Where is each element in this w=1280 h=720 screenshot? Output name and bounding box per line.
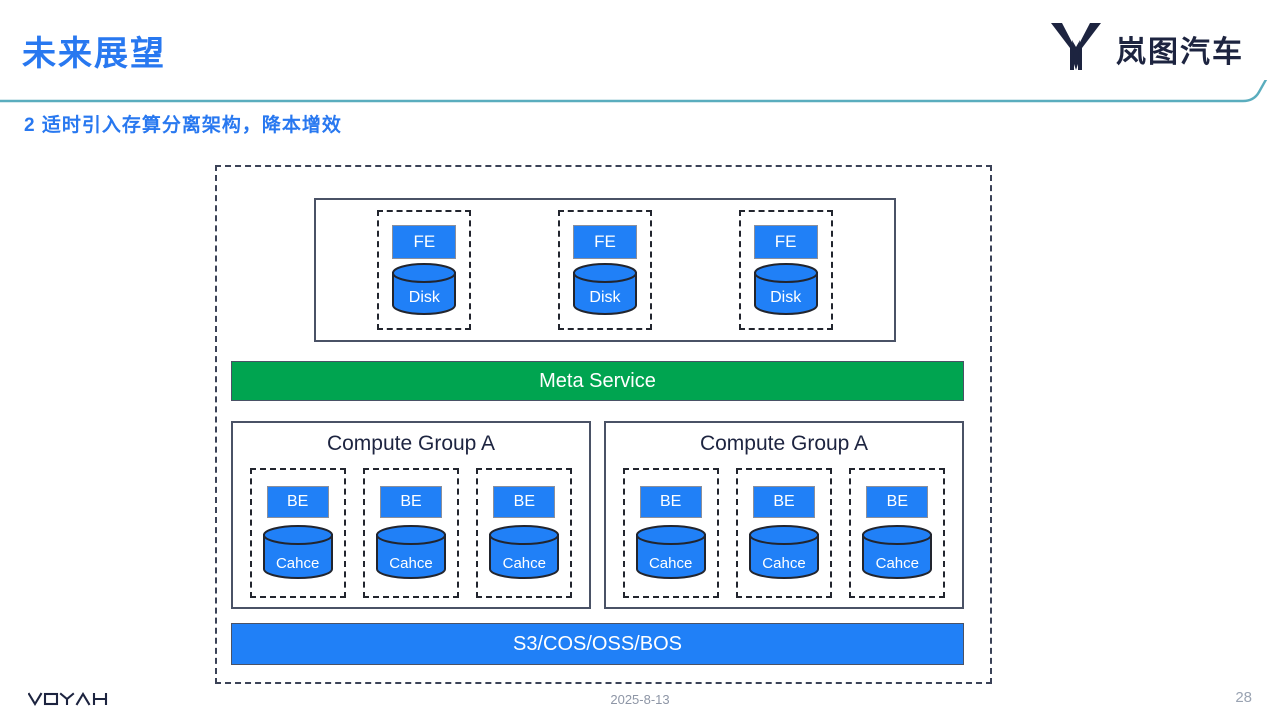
disk-cylinder: Disk xyxy=(753,263,819,315)
frontend-node: FE Disk xyxy=(738,210,833,330)
cylinder-icon xyxy=(262,525,333,579)
cylinder-icon xyxy=(635,525,706,579)
architecture-diagram: FE Disk FE Disk FE xyxy=(215,165,992,684)
voyah-wing-mark-icon xyxy=(1048,20,1104,77)
compute-group-box: Compute Group A BE Cahce BE xyxy=(231,421,591,609)
fe-service-box: FE xyxy=(572,225,637,259)
compute-group-title: Compute Group A xyxy=(326,432,496,455)
brand-logo: 岚图汽车 xyxy=(1048,20,1244,77)
frontend-node: FE Disk xyxy=(377,210,472,330)
fe-service-box: FE xyxy=(753,225,818,259)
cylinder-icon xyxy=(572,263,637,315)
voyah-wordmark-svg xyxy=(27,691,108,707)
cylinder-icon xyxy=(862,525,933,579)
compute-group-box: Compute Group A BE Cahce BE xyxy=(604,421,964,609)
meta-service-bar: Meta Service xyxy=(231,361,964,401)
backend-node: BE Cahce xyxy=(622,468,719,598)
disk-cylinder: Disk xyxy=(572,263,638,315)
section-subtitle: 2 适时引入存算分离架构，降本增效 xyxy=(24,115,342,136)
header-divider-icon xyxy=(0,75,1270,103)
backend-node: BE Cahce xyxy=(735,468,832,598)
be-service-box: BE xyxy=(266,486,329,518)
cylinder-icon xyxy=(375,525,446,579)
be-service-box: BE xyxy=(752,486,815,518)
cache-cylinder: Cahce xyxy=(375,524,447,580)
frontend-node: FE Disk xyxy=(557,210,652,330)
be-service-box: BE xyxy=(493,486,556,518)
backend-node: BE Cahce xyxy=(362,468,459,598)
backend-node: BE Cahce xyxy=(476,468,573,598)
cache-cylinder: Cahce xyxy=(748,524,820,580)
compute-group-nodes: BE Cahce BE xyxy=(606,468,962,598)
be-service-box: BE xyxy=(866,486,929,518)
cache-cylinder: Cahce xyxy=(635,524,707,580)
footer-voyah-logo-icon xyxy=(27,691,114,712)
fe-service-box: FE xyxy=(392,225,457,259)
object-storage-bar: S3/COS/OSS/BOS xyxy=(231,623,964,665)
footer-date: 2025-8-13 xyxy=(610,692,670,707)
slide-header: 未来展望 岚图汽车 xyxy=(0,0,1280,103)
header-divider-line xyxy=(0,75,1280,120)
cache-cylinder: Cahce xyxy=(488,524,560,580)
disk-cylinder: Disk xyxy=(391,263,457,315)
be-service-box: BE xyxy=(639,486,702,518)
backend-node: BE Cahce xyxy=(849,468,946,598)
footer-page-number: 28 xyxy=(1235,689,1252,706)
compute-groups-row: Compute Group A BE Cahce BE xyxy=(231,421,964,609)
cylinder-icon xyxy=(753,263,818,315)
voyah-wing-mark-svg xyxy=(1051,23,1101,70)
cache-cylinder: Cahce xyxy=(861,524,933,580)
backend-node: BE Cahce xyxy=(249,468,346,598)
frontend-frame: FE Disk FE Disk FE xyxy=(314,198,896,342)
compute-group-nodes: BE Cahce BE xyxy=(233,468,589,598)
cylinder-icon xyxy=(748,525,819,579)
cylinder-icon xyxy=(489,525,560,579)
compute-group-title: Compute Group A xyxy=(699,432,869,455)
be-service-box: BE xyxy=(379,486,442,518)
cache-cylinder: Cahce xyxy=(262,524,334,580)
cylinder-icon xyxy=(392,263,457,315)
brand-name: 岚图汽车 xyxy=(1116,35,1244,69)
page-title: 未来展望 xyxy=(22,35,166,73)
